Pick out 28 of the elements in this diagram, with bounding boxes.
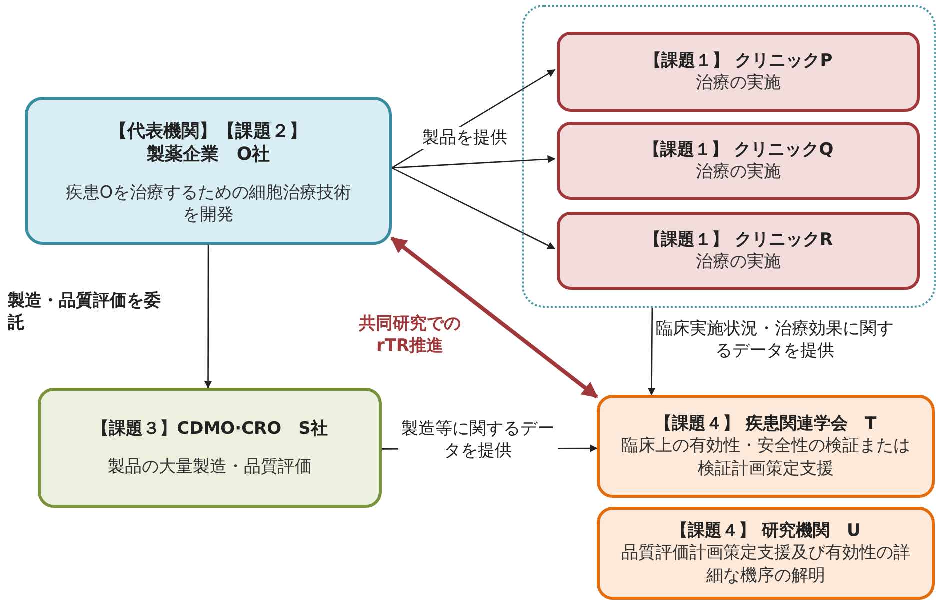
org-heading: 【課題３】CDMO·CRO S社: [92, 418, 328, 440]
org-heading: 【課題４】 研究機関 U: [671, 520, 861, 542]
org-box: [557, 32, 920, 112]
org-description: 治療の実施: [695, 161, 782, 184]
org-box: [557, 212, 920, 290]
org-description: 品質評価計画策定支援及び有効性の詳細な機序の解明: [620, 542, 912, 587]
org-heading: 【代表機関】【課題２】: [110, 120, 308, 143]
arrow: [392, 167, 556, 250]
org-description: 治療の実施: [694, 251, 782, 274]
org-heading: 【課題１】 クリニックQ: [643, 138, 834, 161]
org-heading: 【課題１】 クリニックP: [644, 50, 833, 72]
org-description: 臨床上の有効性・安全性の検証または検証計画策定支援: [620, 435, 912, 480]
org-box: [557, 122, 920, 200]
org-box: [597, 507, 935, 600]
org-box: [38, 388, 382, 508]
org-description: 治療の実施: [694, 72, 782, 94]
org-heading: 【課題１】 クリニックR: [644, 228, 833, 251]
org-heading: 【課題４】 疾患関連学会 T: [655, 413, 877, 436]
org-description: 製品の大量製造・品質評価: [107, 456, 313, 478]
org-heading: 製薬企業 O社: [146, 142, 270, 166]
org-description: 疾患Oを治療するための細胞治療技術を開発: [64, 182, 352, 226]
arrow: [648, 308, 656, 396]
group-outline: [522, 5, 936, 308]
arrow: [204, 245, 212, 389]
arrow: [392, 155, 556, 169]
org-box: [597, 395, 935, 498]
arrow: [390, 236, 598, 399]
org-box: [25, 97, 392, 245]
